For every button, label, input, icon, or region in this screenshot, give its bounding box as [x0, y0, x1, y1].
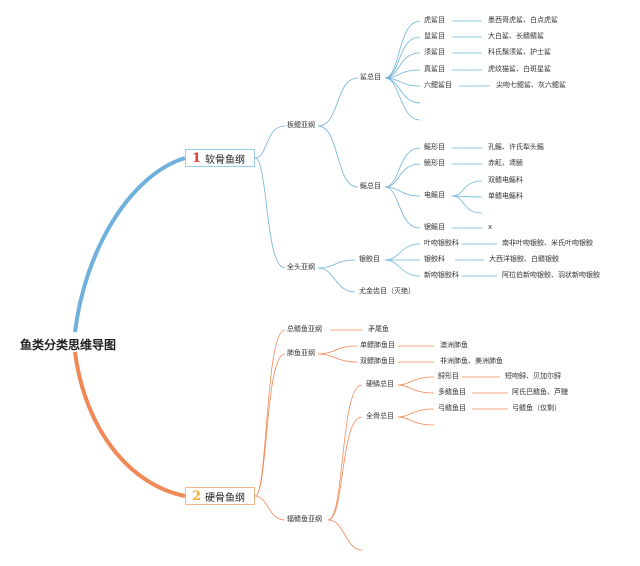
class-bony[interactable]: 2 硬骨鱼纲 [185, 487, 255, 505]
superorder-rays[interactable]: 鳐总目 [360, 182, 381, 190]
order-node[interactable]: 多鳍鱼目 [438, 388, 466, 396]
example-node[interactable]: 弓鳍鱼（仅剩） [512, 404, 561, 412]
family-node[interactable]: 单鳍电鳐科 [488, 192, 523, 200]
order-node[interactable]: 锯鳐目 [424, 223, 445, 231]
example-node[interactable]: 赤魟、鸢鲼 [488, 159, 523, 167]
superorder-holostei[interactable]: 全骨总目 [366, 412, 394, 420]
example-node[interactable]: x [488, 223, 493, 231]
example-node[interactable]: 尖吻七鳃鲨、灰六鳃鲨 [496, 81, 566, 89]
order-extinct[interactable]: 尤金齿目（灭绝） [359, 287, 415, 295]
example-node[interactable]: 大西洋银鲛、白鳍银鲛 [489, 255, 559, 263]
example-node[interactable]: 南非叶吻银鲛、米氏叶吻银鲛 [502, 239, 593, 247]
family-node[interactable]: 新吻银鲛科 [424, 271, 459, 279]
class-cartilaginous[interactable]: 1 软骨鱼纲 [185, 149, 255, 167]
class-label: 硬骨鱼纲 [205, 492, 246, 504]
subclass-crossopterygii[interactable]: 总鳍鱼亚纲 [287, 325, 322, 333]
branch-bony [73, 351, 186, 498]
superorder-chondrostei[interactable]: 硬鳞总目 [366, 380, 394, 388]
example-node[interactable]: 阿拉伯新吻银鲛、羽状新吻银鲛 [502, 271, 600, 279]
species-coelacanth[interactable]: 矛尾鱼 [368, 325, 389, 333]
order-node[interactable]: 须鲨目 [424, 48, 445, 56]
order-node[interactable]: 单鳔肺鱼目 [360, 341, 395, 349]
family-node[interactable]: 银鲛科 [424, 255, 445, 263]
subclass-holocephali[interactable]: 全头亚纲 [287, 263, 315, 271]
example-node[interactable]: 阿氏巴鳍鱼、芦鳗 [512, 388, 568, 396]
example-node[interactable]: 墨西哥虎鲨、白点虎鲨 [488, 16, 558, 24]
family-node[interactable]: 叶吻银鲛科 [424, 239, 459, 247]
order-node[interactable]: 弓鳍鱼目 [438, 404, 466, 412]
subclass-actinopterygii[interactable]: 辐鳍鱼亚纲 [287, 515, 322, 523]
subclass-elasmobranchii[interactable]: 板鳃亚纲 [287, 121, 315, 129]
order-node[interactable]: 鳐形目 [424, 143, 445, 151]
example-node[interactable]: 虎纹猫鲨、白斑星鲨 [488, 65, 551, 73]
superorder-sharks[interactable]: 鲨总目 [360, 73, 381, 81]
subclass-dipnoi[interactable]: 肺鱼亚纲 [287, 349, 315, 357]
order-chimaera[interactable]: 银鲛目 [359, 255, 380, 263]
order-node[interactable]: 鲼形目 [424, 159, 445, 167]
example-node[interactable]: 孔鳐、许氏犁头鳐 [488, 143, 544, 151]
root-topic[interactable]: 鱼类分类思维导图 [20, 338, 117, 352]
example-node[interactable]: 大白鲨、长鳍鲭鲨 [488, 32, 544, 40]
example-node[interactable]: 科氏鬚须鲨、护士鲨 [488, 48, 551, 56]
order-node[interactable]: 鲟形目 [438, 372, 459, 380]
order-node[interactable]: 电鳐目 [424, 191, 445, 199]
example-node[interactable]: 非洲肺鱼、美洲肺鱼 [440, 357, 503, 365]
order-node[interactable]: 虎鲨目 [424, 16, 445, 24]
example-node[interactable]: 澳洲肺鱼 [440, 341, 468, 349]
order-node[interactable]: 六鳃鲨目 [424, 81, 452, 89]
family-node[interactable]: 双鳍电鳐科 [488, 176, 523, 184]
example-node[interactable]: 短吻鲟、贝加尔鲟 [505, 372, 561, 380]
branch-cartilaginous [73, 156, 186, 333]
order-node[interactable]: 鼠鲨目 [424, 32, 445, 40]
order-node[interactable]: 真鲨目 [424, 65, 445, 73]
number-badge: 2 [192, 488, 202, 504]
order-node[interactable]: 双鳔肺鱼目 [360, 357, 395, 365]
number-badge: 1 [192, 150, 202, 166]
class-label: 软骨鱼纲 [205, 154, 246, 166]
